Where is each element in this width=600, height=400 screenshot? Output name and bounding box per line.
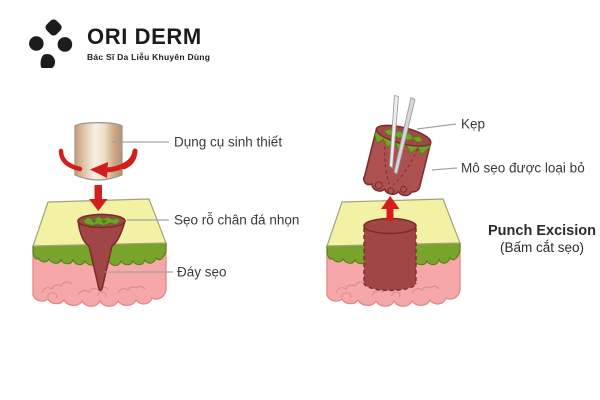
punch-hole (363, 217, 417, 292)
brand-header: ORI DERM Bác Sĩ Da Liễu Khuyên Dùng (28, 19, 210, 68)
logo-right-petal (57, 37, 73, 52)
scar-surface-tissue (82, 215, 121, 227)
brand-tagline: Bác Sĩ Da Liễu Khuyên Dùng (87, 52, 211, 62)
up-arrow-icon (381, 196, 400, 221)
down-arrow-icon (89, 185, 108, 211)
brand-name: ORI DERM (87, 24, 202, 49)
biopsy-punch-tool-icon (74, 122, 123, 181)
leader-line-tweezers (416, 123, 457, 130)
logo-top-petal (45, 19, 62, 36)
scar-cone (77, 213, 126, 292)
label-biopsy-tool: Dụng cụ sinh thiết (174, 134, 283, 150)
label-scar-base: Đáy sẹo (177, 264, 227, 280)
oriderm-logo-icon (29, 19, 73, 68)
label-removed-tissue: Mô sẹo được loại bỏ (461, 160, 585, 176)
label-ice-pick-scar: Sẹo rỗ chân đá nhọn (174, 212, 300, 228)
logo-left-petal (29, 36, 44, 51)
leader-line-removed-tissue (431, 167, 458, 171)
tweezers-icon (389, 94, 416, 175)
brand-text: ORI DERM Bác Sĩ Da Liễu Khuyên Dùng (87, 19, 211, 63)
procedure-subtitle: (Bấm cắt sẹo) (499, 240, 585, 256)
procedure-caption: Punch Excision (Bấm cắt sẹo) (468, 222, 600, 257)
label-tweezers: Kẹp (461, 116, 486, 132)
procedure-title: Punch Excision (488, 223, 596, 239)
rotation-arrow-icon (58, 148, 138, 178)
logo-bottom-petal (40, 54, 56, 68)
